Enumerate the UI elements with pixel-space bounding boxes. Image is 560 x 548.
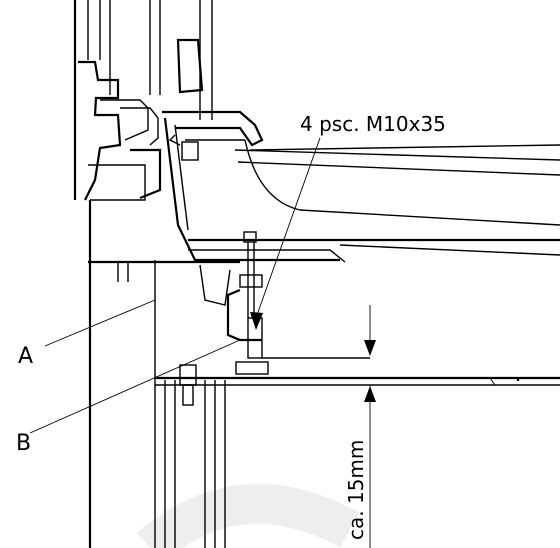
leader-lines <box>29 137 321 434</box>
dimension-label: ca. 15mm <box>344 440 368 540</box>
watermark <box>136 483 360 548</box>
label-b: B <box>16 431 31 456</box>
lower-beam <box>155 364 560 406</box>
clamp-profile <box>78 38 204 201</box>
bracket-b <box>226 288 370 375</box>
dimension-lines <box>364 305 376 548</box>
vertical-frame <box>73 0 240 548</box>
callout-bolts: 4 psc. M10x35 <box>300 112 446 136</box>
transom-profile <box>162 110 560 306</box>
label-a: A <box>18 344 33 369</box>
bolt-top <box>181 141 263 318</box>
